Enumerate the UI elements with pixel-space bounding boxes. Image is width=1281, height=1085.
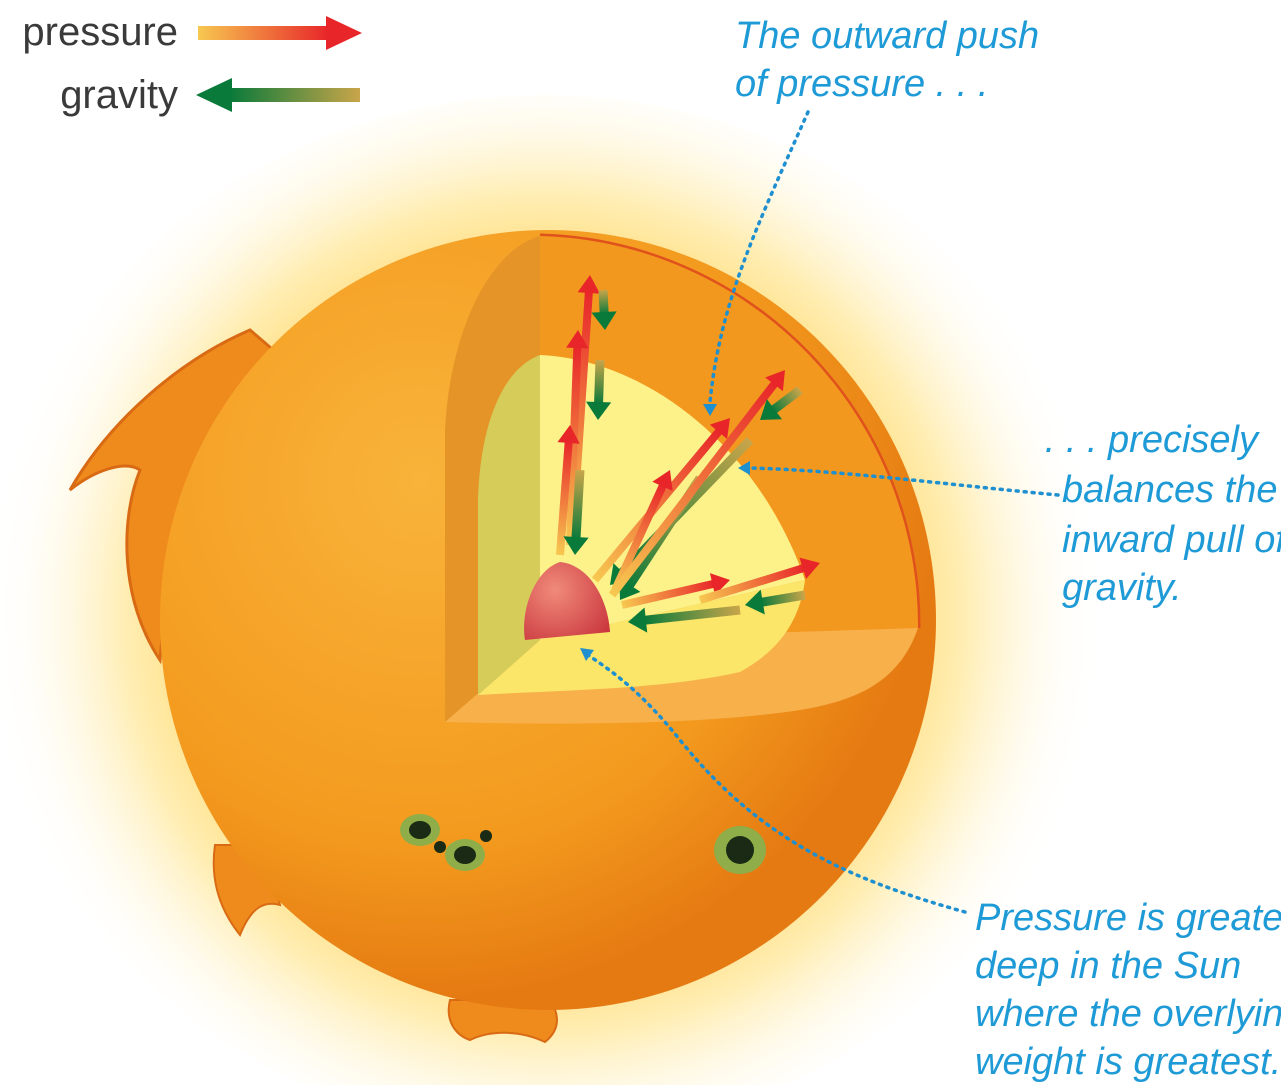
annotation-balances-line-1: . . . precisely xyxy=(1045,419,1260,461)
annotation-outward-push: The outward push of pressure . . . xyxy=(735,15,1039,105)
annotation-greatest-line-4: weight is greatest. xyxy=(975,1041,1281,1083)
annotation-balances-line-3: inward pull of xyxy=(1062,519,1281,561)
annotation-greatest-line-3: where the overlying xyxy=(975,993,1281,1035)
annotation-greatest-line-2: deep in the Sun xyxy=(975,945,1241,987)
annotation-greatest-line-1: Pressure is greatest xyxy=(975,897,1281,939)
annotation-balances-line-4: gravity. xyxy=(1062,567,1182,609)
legend-gravity-label: gravity xyxy=(60,73,178,117)
sunspot-right xyxy=(714,826,766,874)
legend-pressure-label: pressure xyxy=(22,10,178,54)
arrow-left-icon xyxy=(196,78,360,112)
arrow-right-icon xyxy=(198,16,362,50)
annotation-balances-line-2: balances the xyxy=(1062,469,1278,511)
annotation-outward-push-line-2: of pressure . . . xyxy=(735,63,988,105)
annotation-outward-push-line-1: The outward push xyxy=(735,15,1039,57)
annotation-greatest: Pressure is greatest deep in the Sun whe… xyxy=(975,897,1281,1083)
legend: pressure gravity xyxy=(22,10,362,117)
